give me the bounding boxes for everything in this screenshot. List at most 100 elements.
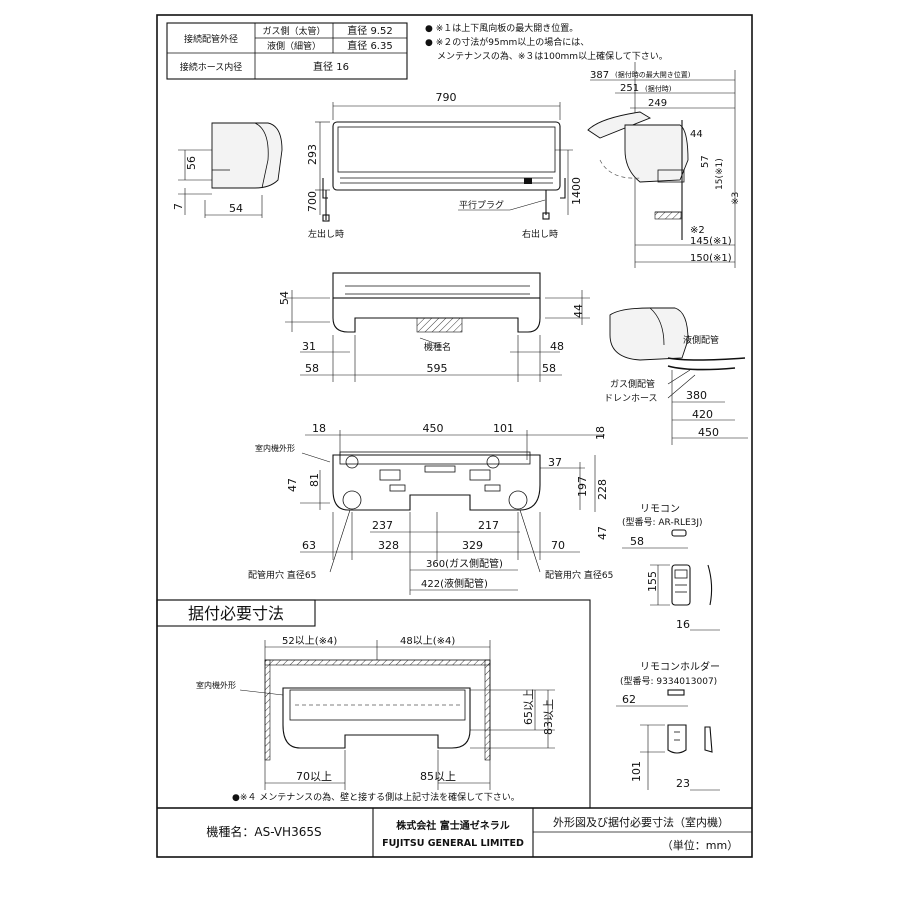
clearance-48: 48以上(※4) [400,635,455,647]
dim-450-side: 450 [698,426,719,439]
dim-422: 422(液側配管) [421,577,488,590]
unit-label: （単位：mm） [662,838,738,852]
dim-387-note: (据付時の最大開き位置) [615,70,691,79]
dim-145: 145(※1) [690,236,732,247]
dim-70: 70 [551,539,565,552]
parallel-plug-label: 平行プラグ [459,199,504,211]
remote-body-icon [671,564,691,606]
dim-7: 7 [172,203,185,210]
dim-57: 57 [700,155,711,168]
dim-328: 328 [378,539,399,552]
dim-63: 63 [302,539,316,552]
holder-model: (型番号: 9334013007) [620,675,717,687]
nameplate-label: 機種名 [424,341,451,353]
hose-diameter-value: 直径 16 [313,60,349,73]
dim-387: 387 [590,70,609,81]
note-1: ● ※１は上下風向板の最大開き位置。 [425,22,578,34]
document-title: 外形図及び据付必要寸法（室内機） [553,815,729,829]
title-block: 機種名：AS-VH365S 株式会社 富士通ゼネラル FUJITSU GENER… [157,807,752,857]
pipe-hole-right-label: 配管用穴 直径65 [545,569,613,581]
model-name: 機種名：AS-VH365S [206,824,321,839]
dim-47-right: 47 [596,526,609,540]
left-outlet-label: 左出し時 [308,228,344,240]
dim-56: 56 [185,156,198,170]
dim-251-note: (据付時) [645,84,672,93]
remote-dim-58: 58 [630,535,644,548]
clearance-83: 83以上 [542,699,555,735]
holder-dim-101: 101 [630,761,643,782]
right-side-view: 387 (据付時の最大開き位置) 251 (据付時) 249 44 57 15(… [587,62,741,268]
remote-title: リモコン [640,504,680,515]
holder-dim-23: 23 [676,777,690,790]
note-2b: メンテナンスの為、※３は100mm以上確保して下さい。 [437,50,668,62]
install-title: 据付必要寸法 [188,604,284,623]
remote-holder: リモコンホルダー (型番号: 9334013007) 62 101 23 [616,660,720,791]
dim-249: 249 [648,98,667,109]
dim-251: 251 [620,83,639,94]
liquid-side-label: 液側（細管） [267,40,321,52]
dim-37: 37 [548,456,562,469]
remote-model: (型番号: AR-RLE3J) [622,516,703,528]
gas-side-value: 直径 9.52 [347,24,392,37]
install-clearance: 据付必要寸法 52以上(※4) 48以上(※4) 室内機外形 65以上 83以上… [156,599,591,809]
dim-450: 450 [423,422,444,435]
remote-dim-155: 155 [646,571,659,592]
hose-diameter-label: 接続ホース内径 [180,61,243,73]
notes: ● ※１は上下風向板の最大開き位置。 ● ※２の寸法が95mm以上の場合には、 … [425,22,668,62]
clearance-70: 70以上 [296,770,332,783]
dim-293: 293 [306,144,319,165]
clearance-65: 65以上 [522,689,535,725]
company-japanese: 株式会社 富士通ゼネラル [396,819,509,832]
dim-note3: ※3 [731,192,741,205]
dim-15: 15(※1) [715,158,725,190]
dim-197: 197 [576,476,589,497]
gas-pipe-label: ガス側配管 [610,378,655,390]
bottom-view: 54 44 31 機種名 48 58 595 58 [278,272,590,382]
liquid-pipe-label: 液側配管 [683,334,719,346]
gas-side-label: ガス側（太管） [262,25,325,37]
unit-outline-label: 室内機外形 [255,443,295,453]
drain-hose-label: ドレンホース [604,393,658,404]
dim-18-left: 18 [312,422,326,435]
holder-body-icon [667,724,687,754]
dim-note2: ※2 [690,225,705,236]
dim-58-right: 58 [542,362,556,375]
remote-top-icon [671,529,687,537]
sheet-border [156,14,753,858]
note-2a: ● ※２の寸法が95mm以上の場合には、 [425,36,589,48]
spec-table: 接続配管外径 ガス側（太管） 直径 9.52 液側（細管） 直径 6.35 接続… [166,22,408,80]
dim-44-bottom: 44 [572,304,585,318]
clearance-85: 85以上 [420,770,456,783]
dim-47-left: 47 [286,478,299,492]
install-outline-label: 室内機外形 [196,680,236,690]
company-english: FUJITSU GENERAL LIMITED [382,838,524,849]
dim-217: 217 [478,519,499,532]
dim-360: 360(ガス側配管) [426,557,503,570]
dim-700: 700 [306,191,319,212]
dim-44-side: 44 [690,129,703,140]
dim-54-side: 54 [229,202,243,215]
dim-329: 329 [462,539,483,552]
dim-54-bottom: 54 [278,291,291,305]
piping-view: 液側配管 ガス側配管 ドレンホース 380 420 450 [604,307,748,445]
dim-228: 228 [596,479,609,500]
pipe-diameter-label: 接続配管外径 [184,33,238,45]
right-outlet-label: 右出し時 [522,228,558,240]
dim-237: 237 [372,519,393,532]
back-plate-holes [342,455,528,510]
note-4: ●※４ メンテナンスの為、壁と接する側は上記寸法を確保して下さい。 [232,791,520,803]
dim-420: 420 [692,408,713,421]
dim-150: 150(※1) [690,253,732,264]
left-side-view: 56 7 54 [172,122,283,218]
front-view: 790 293 700 1400 左出し時 右出し時 平行プラグ [306,91,583,240]
holder-dim-62: 62 [622,693,636,706]
holder-top-icon [667,689,685,696]
back-plate-view: 18 450 101 18 室内機外形 37 197 228 47 81 [248,422,613,595]
dim-101: 101 [493,422,514,435]
dim-18-right: 18 [594,426,607,440]
dim-1400: 1400 [570,177,583,205]
pipe-hole-left-label: 配管用穴 直径65 [248,569,316,581]
holder-title: リモコンホルダー [640,660,720,673]
remote-control: リモコン (型番号: AR-RLE3J) 58 155 16 [622,504,720,631]
